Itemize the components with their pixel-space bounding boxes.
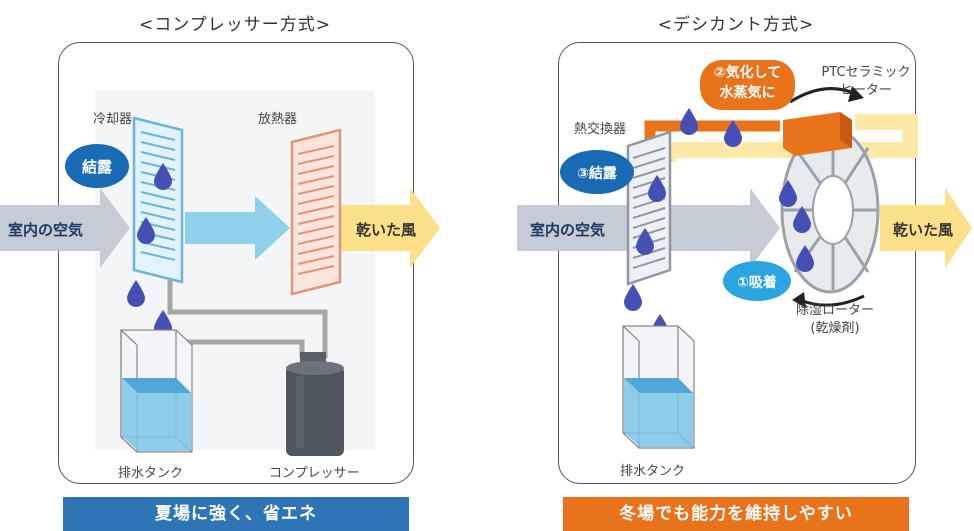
vaporize-bubble — [700, 60, 795, 110]
condensation-bubble-left — [65, 144, 129, 188]
compressor-label: コンプレッサー — [269, 466, 360, 481]
rotation-arrow-bottom — [799, 294, 865, 307]
dry-air-arrow-left — [335, 188, 440, 268]
drain-tank-right — [622, 325, 695, 449]
compressor-benefit-banner: 夏場に強く、省エネ — [63, 497, 409, 531]
ptc-heater-label: PTCセラミック ヒーター — [821, 65, 911, 98]
condensation-label-left: 結露 — [81, 158, 112, 176]
drain-tank-left — [120, 329, 193, 453]
heat-exchanger-coil — [626, 130, 672, 286]
dry-air-label-right: 乾いた風 — [893, 221, 954, 239]
condensation-label-right: ③結露 — [577, 166, 617, 182]
ptc-heater — [783, 112, 852, 156]
vaporize-label: ②気化して 水蒸気に — [713, 65, 782, 101]
dry-air-label-left: 乾いた風 — [356, 221, 417, 239]
pipe-cooler — [167, 280, 328, 358]
rotation-arrow-top — [789, 87, 857, 104]
cooler-label: 冷却器 — [93, 112, 133, 127]
drain-tank-label-right: 排水タンク — [620, 464, 686, 479]
condensation-bubble-right — [560, 150, 634, 194]
room-air-label-left: 室内の空気 — [8, 221, 84, 239]
heat-exchanger-label: 熱交換器 — [574, 122, 627, 137]
desiccant-method-title: <デシカント方式> — [657, 15, 815, 35]
adsorb-bubble — [723, 261, 791, 301]
radiator-coil — [290, 128, 342, 296]
dehumidifying-rotor-label: 除湿ローター (乾燥剤) — [795, 303, 874, 336]
cooled-air-arrow — [185, 196, 290, 260]
drain-tank-label-left: 排水タンク — [118, 466, 184, 481]
dry-air-arrow-right — [880, 188, 972, 268]
room-air-label-right: 室内の空気 — [530, 221, 606, 239]
radiator-label: 放熱器 — [258, 112, 298, 127]
compressor-method-title: <コンプレッサー方式> — [139, 15, 331, 35]
compressor-unit — [286, 352, 344, 456]
room-air-arrow-left — [0, 188, 130, 268]
adsorb-label: ①吸着 — [737, 275, 777, 291]
desiccant-benefit-banner: 冬場でも能力を維持しやすい — [563, 497, 909, 531]
